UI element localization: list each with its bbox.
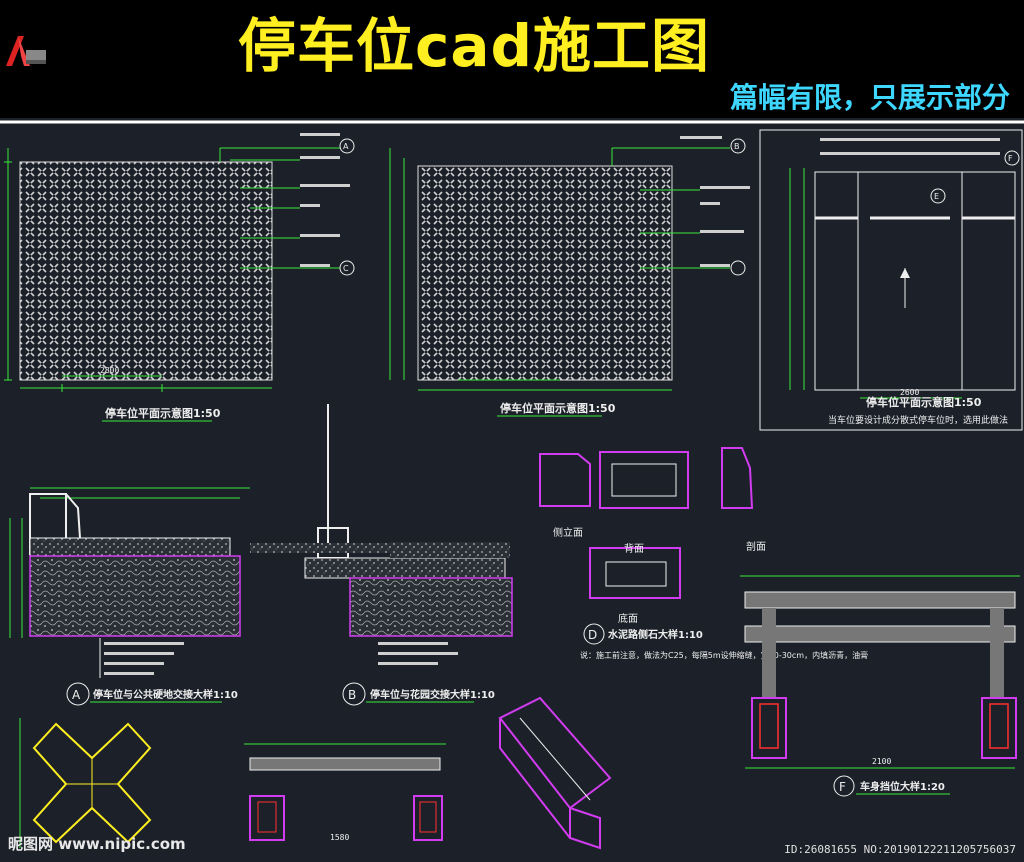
- detail-a-title: 停车位与公共硬地交接大样1:10: [93, 688, 238, 701]
- callout-c: C: [343, 264, 349, 273]
- detail-curb-d: 侧立面 背面 剖面 底面 D 水泥路侧石大样1:10 说：施工前注意，做法为C2…: [539, 447, 868, 660]
- plan3-note: 当车位要设计成分散式停车位时，选用此做法: [828, 414, 1008, 426]
- label-bottom: 底面: [618, 612, 638, 625]
- watermark-site: 昵图网 www.nipic.com: [8, 835, 186, 853]
- plan1-title: 停车位平面示意图1:50: [105, 406, 221, 420]
- detail-d-label: D: [588, 628, 597, 642]
- label-side: 侧立面: [553, 526, 583, 539]
- detail-b-label: B: [348, 688, 356, 702]
- page-title: 停车位cad施工图: [238, 12, 711, 80]
- detail-curb-iso: [498, 696, 612, 850]
- dim-1580: 1580: [330, 833, 349, 842]
- detail-f-label: F: [839, 780, 846, 794]
- detail-wheel-stop-f: 2100 F 车身挡位大样1:20: [740, 575, 1020, 797]
- detail-b-title: 停车位与花园交接大样1:10: [370, 688, 495, 701]
- watermark-id: ID:26081655 NO:20190122211205756037: [784, 843, 1016, 856]
- parking-plan-2: B 停车位平面示意图1:50: [389, 136, 750, 417]
- callout-a: A: [343, 142, 349, 151]
- autocad-logo-icon: [6, 36, 46, 66]
- detail-d-note: 说：施工前注意，做法为C25，每隔5m设伸缩缝，宽20-30cm，内填沥青，油膏: [580, 650, 868, 660]
- dim-2100: 2100: [872, 757, 891, 766]
- label-section: 剖面: [746, 540, 766, 553]
- dim-2800-a: 2800: [100, 366, 119, 375]
- detail-f-title: 车身挡位大样1:20: [860, 780, 945, 793]
- title-banner: 停车位cad施工图 篇幅有限，只展示部分: [0, 0, 1024, 118]
- detail-a-label: A: [72, 688, 81, 702]
- parking-plan-3: 2600 E F 停车位平面示意图1:50 当车位要设计成分散式停车位时，选用此…: [759, 129, 1023, 431]
- page-subtitle: 篇幅有限，只展示部分: [729, 81, 1010, 114]
- detail-d-title: 水泥路侧石大样1:10: [607, 628, 703, 641]
- cad-drawing: 2800 A C 停车位平面示意图1:50: [0, 120, 1024, 850]
- plan2-title: 停车位平面示意图1:50: [500, 401, 616, 415]
- detail-paver-block: [19, 718, 152, 848]
- detail-section-a: A 停车位与公共硬地交接大样1:10: [9, 487, 250, 706]
- plan3-title: 停车位平面示意图1:50: [866, 395, 982, 409]
- parking-plan-1: 2800 A C 停车位平面示意图1:50: [4, 133, 355, 422]
- detail-wheel-stop-e: 1580: [244, 743, 446, 842]
- dim-2600: 2600: [900, 388, 919, 397]
- callout-b: B: [734, 142, 740, 151]
- callout-e: E: [934, 192, 939, 201]
- callout-f: F: [1008, 154, 1013, 163]
- detail-section-b: B 停车位与花园交接大样1:10: [250, 404, 513, 706]
- label-front: 背面: [624, 542, 644, 555]
